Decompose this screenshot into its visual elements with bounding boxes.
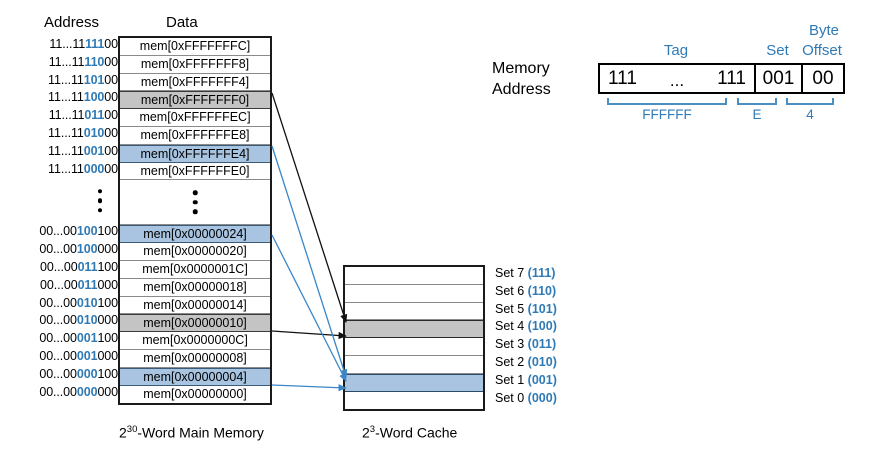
memory-address-bit-field-box: 111 ... 111 001 00 xyxy=(598,63,845,94)
memory-address-text: 11...1100000 xyxy=(48,161,118,176)
tag-bits-left: 111 xyxy=(608,68,637,89)
memory-data-cell: mem[0xFFFFFFE8] xyxy=(120,126,270,145)
cache-set-label: Set 7 (111) xyxy=(495,266,556,280)
hex-tag-label: FFFFFF xyxy=(642,107,692,122)
address-vertical-ellipsis xyxy=(36,178,118,223)
memory-address-label: Memory Address xyxy=(492,58,551,100)
memory-data-cell: mem[0xFFFFFFF8] xyxy=(120,55,270,74)
set-field-name: Set xyxy=(766,42,789,59)
hex-tag-bracket xyxy=(607,98,727,105)
memory-data-cell: mem[0x00000000] xyxy=(120,385,270,404)
hex-low-bracket xyxy=(786,98,834,105)
cache-set-row xyxy=(345,267,483,285)
memory-address-text: 00...00011100 xyxy=(40,259,118,274)
memory-data-cell: mem[0xFFFFFFF0] xyxy=(120,91,270,110)
byte-offset-field-name-line1: Byte xyxy=(808,22,839,39)
tag-field-name: Tag xyxy=(663,42,689,59)
memory-data-cell: mem[0x00000018] xyxy=(120,278,270,297)
memory-data-cell: mem[0x00000010] xyxy=(120,314,270,333)
main-memory-table: mem[0xFFFFFFFC]mem[0xFFFFFFF8]mem[0xFFFF… xyxy=(118,36,272,406)
memory-address-text: 00...00010100 xyxy=(39,295,118,310)
cache-set-label: Set 5 (101) xyxy=(495,301,557,316)
cache-set-label: Set 6 (110) xyxy=(495,283,557,298)
cache-set-label: Set 2 (010) xyxy=(495,354,557,369)
arrow-ffe4-to-set1 xyxy=(271,145,348,378)
cache-set-row xyxy=(345,391,483,410)
byte-offset-bits-field: 00 xyxy=(812,68,834,89)
arrow-fff0-to-set4 xyxy=(271,92,348,323)
tag-bits-field: 111 ... 111 xyxy=(600,65,756,92)
memory-address-text: 00...00001000 xyxy=(39,348,118,363)
tag-bits-ellipsis: ... xyxy=(669,71,685,90)
cache-set-label: Set 0 (000) xyxy=(495,390,557,405)
memory-data-cell: mem[0xFFFFFFF4] xyxy=(120,73,270,92)
cache-set-row xyxy=(345,302,483,321)
arrow-0024-to-set1 xyxy=(271,234,347,382)
memory-data-cell: mem[0x00000020] xyxy=(120,243,270,261)
cache-set-labels: Set 7 (111) Set 6 (110) Set 5 (101) Set 4 (… xyxy=(495,265,557,407)
memory-data-cell: mem[0xFFFFFFEC] xyxy=(120,109,270,127)
memory-data-cell: mem[0x0000001C] xyxy=(120,260,270,279)
cache-set-row xyxy=(345,373,483,392)
memory-data-cell: mem[0x0000000C] xyxy=(120,332,270,350)
main-memory-caption: 230-Word Main Memory xyxy=(119,424,264,441)
cache-set-row xyxy=(345,284,483,303)
memory-data-cell: mem[0xFFFFFFE4] xyxy=(120,144,270,163)
memory-address-text: 00...00000000 xyxy=(39,384,118,399)
cache-set-label: Set 3 (011) xyxy=(495,337,557,352)
hex-mid-bracket xyxy=(737,98,777,105)
memory-data-cell: mem[0x00000004] xyxy=(120,367,270,386)
memory-data-cell: mem[0x00000014] xyxy=(120,296,270,315)
memory-vertical-ellipsis xyxy=(120,180,270,226)
set-bits-field: 001 xyxy=(756,65,803,92)
memory-address-text: 00...00001100 xyxy=(39,331,118,346)
memory-address-text: 11...1110000 xyxy=(48,90,118,105)
cache-caption: 23-Word Cache xyxy=(362,424,458,441)
tag-bits-right: 111 xyxy=(717,68,746,89)
memory-address-text: 11...1101000 xyxy=(48,125,118,140)
cache-set-label: Set 4 (100) xyxy=(495,319,557,334)
memory-address-text: 00...00011000 xyxy=(40,277,118,292)
memory-data-cell: mem[0x00000008] xyxy=(120,349,270,368)
cache-set-row xyxy=(345,355,483,374)
memory-address-text: 11...1100100 xyxy=(48,143,118,158)
hex-low-label: 4 xyxy=(806,107,814,122)
cache-set-row xyxy=(345,320,483,339)
memory-data-cell: mem[0xFFFFFFE0] xyxy=(120,162,270,181)
arrow-0004-to-set1 xyxy=(271,384,347,392)
memory-address-text: 11...1111000 xyxy=(48,54,118,69)
arrow-0010-to-set4 xyxy=(271,330,347,340)
cache-set-label: Set 1 (001) xyxy=(495,372,557,387)
memory-data-cell: mem[0xFFFFFFFC] xyxy=(120,38,270,56)
hex-mid-label: E xyxy=(752,107,762,122)
memory-address-text: 00...00010000 xyxy=(39,313,118,328)
memory-address-text: 00...00100000 xyxy=(39,242,118,257)
memory-address-text: 11...1101100 xyxy=(48,108,118,123)
memory-address-label-line2: Address xyxy=(492,81,551,98)
cache-table xyxy=(343,265,485,412)
address-column-header: Address xyxy=(44,14,100,31)
memory-address-text: 00...00100100 xyxy=(39,224,118,239)
memory-address-label-line1: Memory xyxy=(492,60,550,77)
memory-data-cell: mem[0x00000024] xyxy=(120,225,270,244)
memory-address-text: 11...1111100 xyxy=(49,37,118,51)
data-column-header: Data xyxy=(166,14,198,31)
memory-address-column: 11...1111100 11...1111000 11...1110100 11..… xyxy=(36,36,118,401)
cache-set-row xyxy=(345,338,483,356)
memory-address-text: 11...1110100 xyxy=(48,72,118,87)
memory-address-text: 00...00000100 xyxy=(39,366,118,381)
byte-offset-field-name-line2: Offset xyxy=(802,42,842,59)
